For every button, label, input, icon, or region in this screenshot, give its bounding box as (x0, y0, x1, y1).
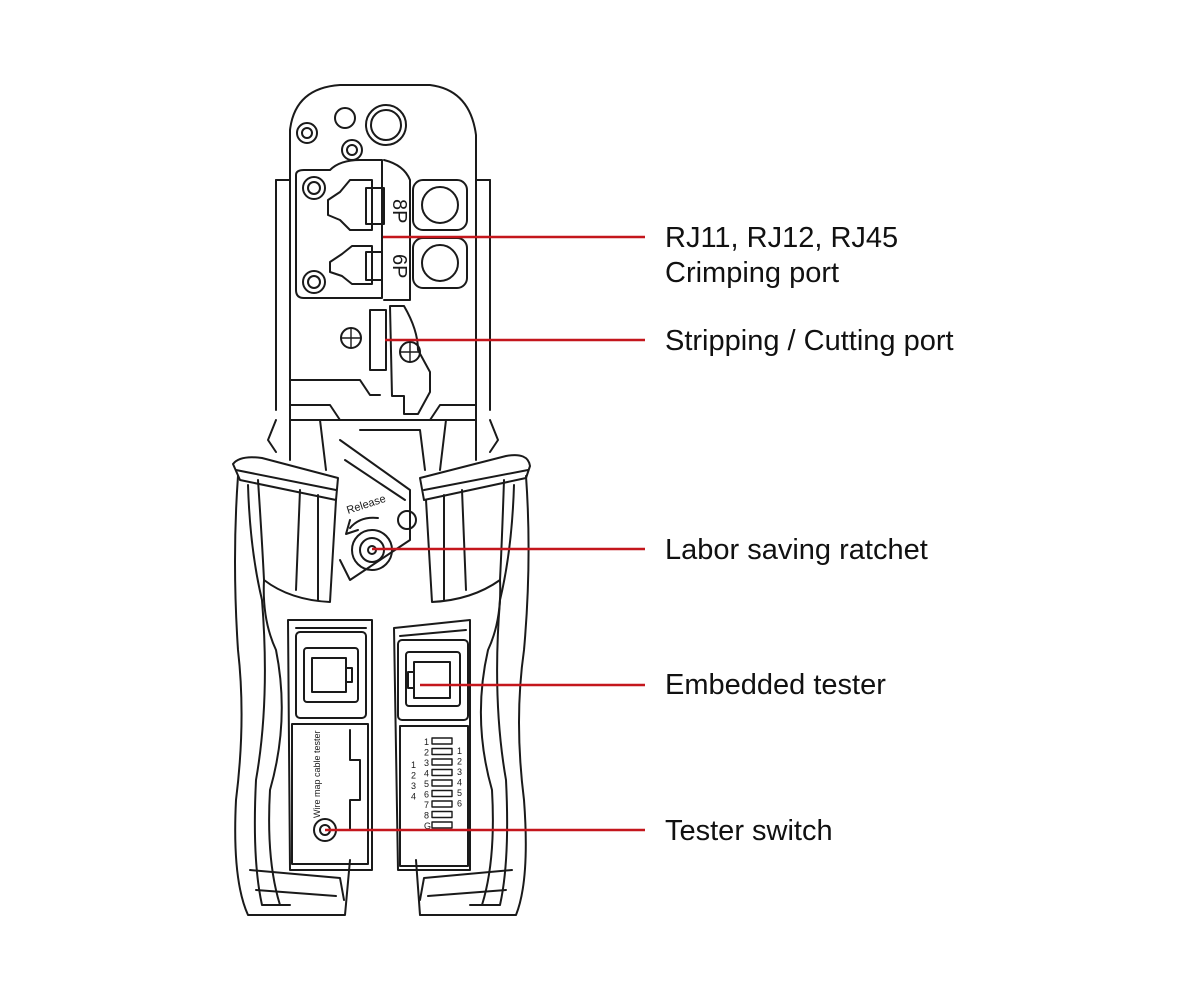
pin-number-label-b: 1 (457, 746, 462, 756)
pin-number-label: 2 (424, 748, 429, 758)
release-label: Release (345, 493, 387, 517)
left-pin-label: 1 (411, 760, 416, 770)
callout-embedded-tester: Embedded tester (665, 669, 886, 701)
left-pin-label: 3 (411, 781, 416, 791)
callout-tester-switch: Tester switch (665, 815, 833, 847)
left-handle (232, 456, 351, 916)
led-indicator (431, 747, 453, 756)
led-indicator (431, 758, 453, 766)
pin-number-label: 3 (424, 758, 429, 768)
led-indicator (431, 800, 453, 808)
callout-crimping-port-line1: RJ11, RJ12, RJ45 (665, 222, 898, 254)
pin-number-label-b: 6 (457, 799, 462, 809)
pin-number-label: 6 (424, 790, 429, 800)
port-label-8p: 8P (388, 199, 410, 223)
callout-labels: RJ11, RJ12, RJ45 Crimping port Stripping… (665, 222, 954, 847)
pin-number-label: 1 (424, 737, 429, 747)
pin-number-label-b: 2 (457, 757, 462, 767)
pin-number-label-b: 5 (457, 788, 462, 798)
pin-number-label: G (424, 821, 431, 831)
led-indicator (431, 810, 453, 819)
left-pin-label: 2 (411, 771, 416, 781)
led-indicator (431, 768, 453, 777)
led-indicator (431, 789, 453, 798)
callout-stripping-port: Stripping / Cutting port (665, 325, 954, 357)
port-label-6p: 6P (388, 254, 410, 278)
callout-ratchet: Labor saving ratchet (665, 534, 928, 566)
callout-crimping-port-line2: Crimping port (665, 257, 839, 289)
pin-number-label: 7 (424, 800, 429, 810)
tester-caption: Wire map cable tester (312, 730, 322, 818)
pin-number-label: 8 (424, 811, 429, 821)
tool-head: 8P 6P (275, 84, 491, 421)
led-indicator (431, 779, 453, 787)
callout-leaders (325, 235, 645, 832)
left-pin-label: 4 (411, 792, 416, 802)
right-handle (415, 454, 531, 916)
pin-number-label-b: 4 (457, 778, 462, 788)
pin-number-label-b: 3 (457, 767, 462, 777)
led-indicator (431, 737, 453, 745)
pin-number-label: 5 (424, 779, 429, 789)
tool-neck: Release (267, 419, 499, 581)
pin-number-label: 4 (424, 769, 429, 779)
led-indicator (431, 821, 453, 829)
